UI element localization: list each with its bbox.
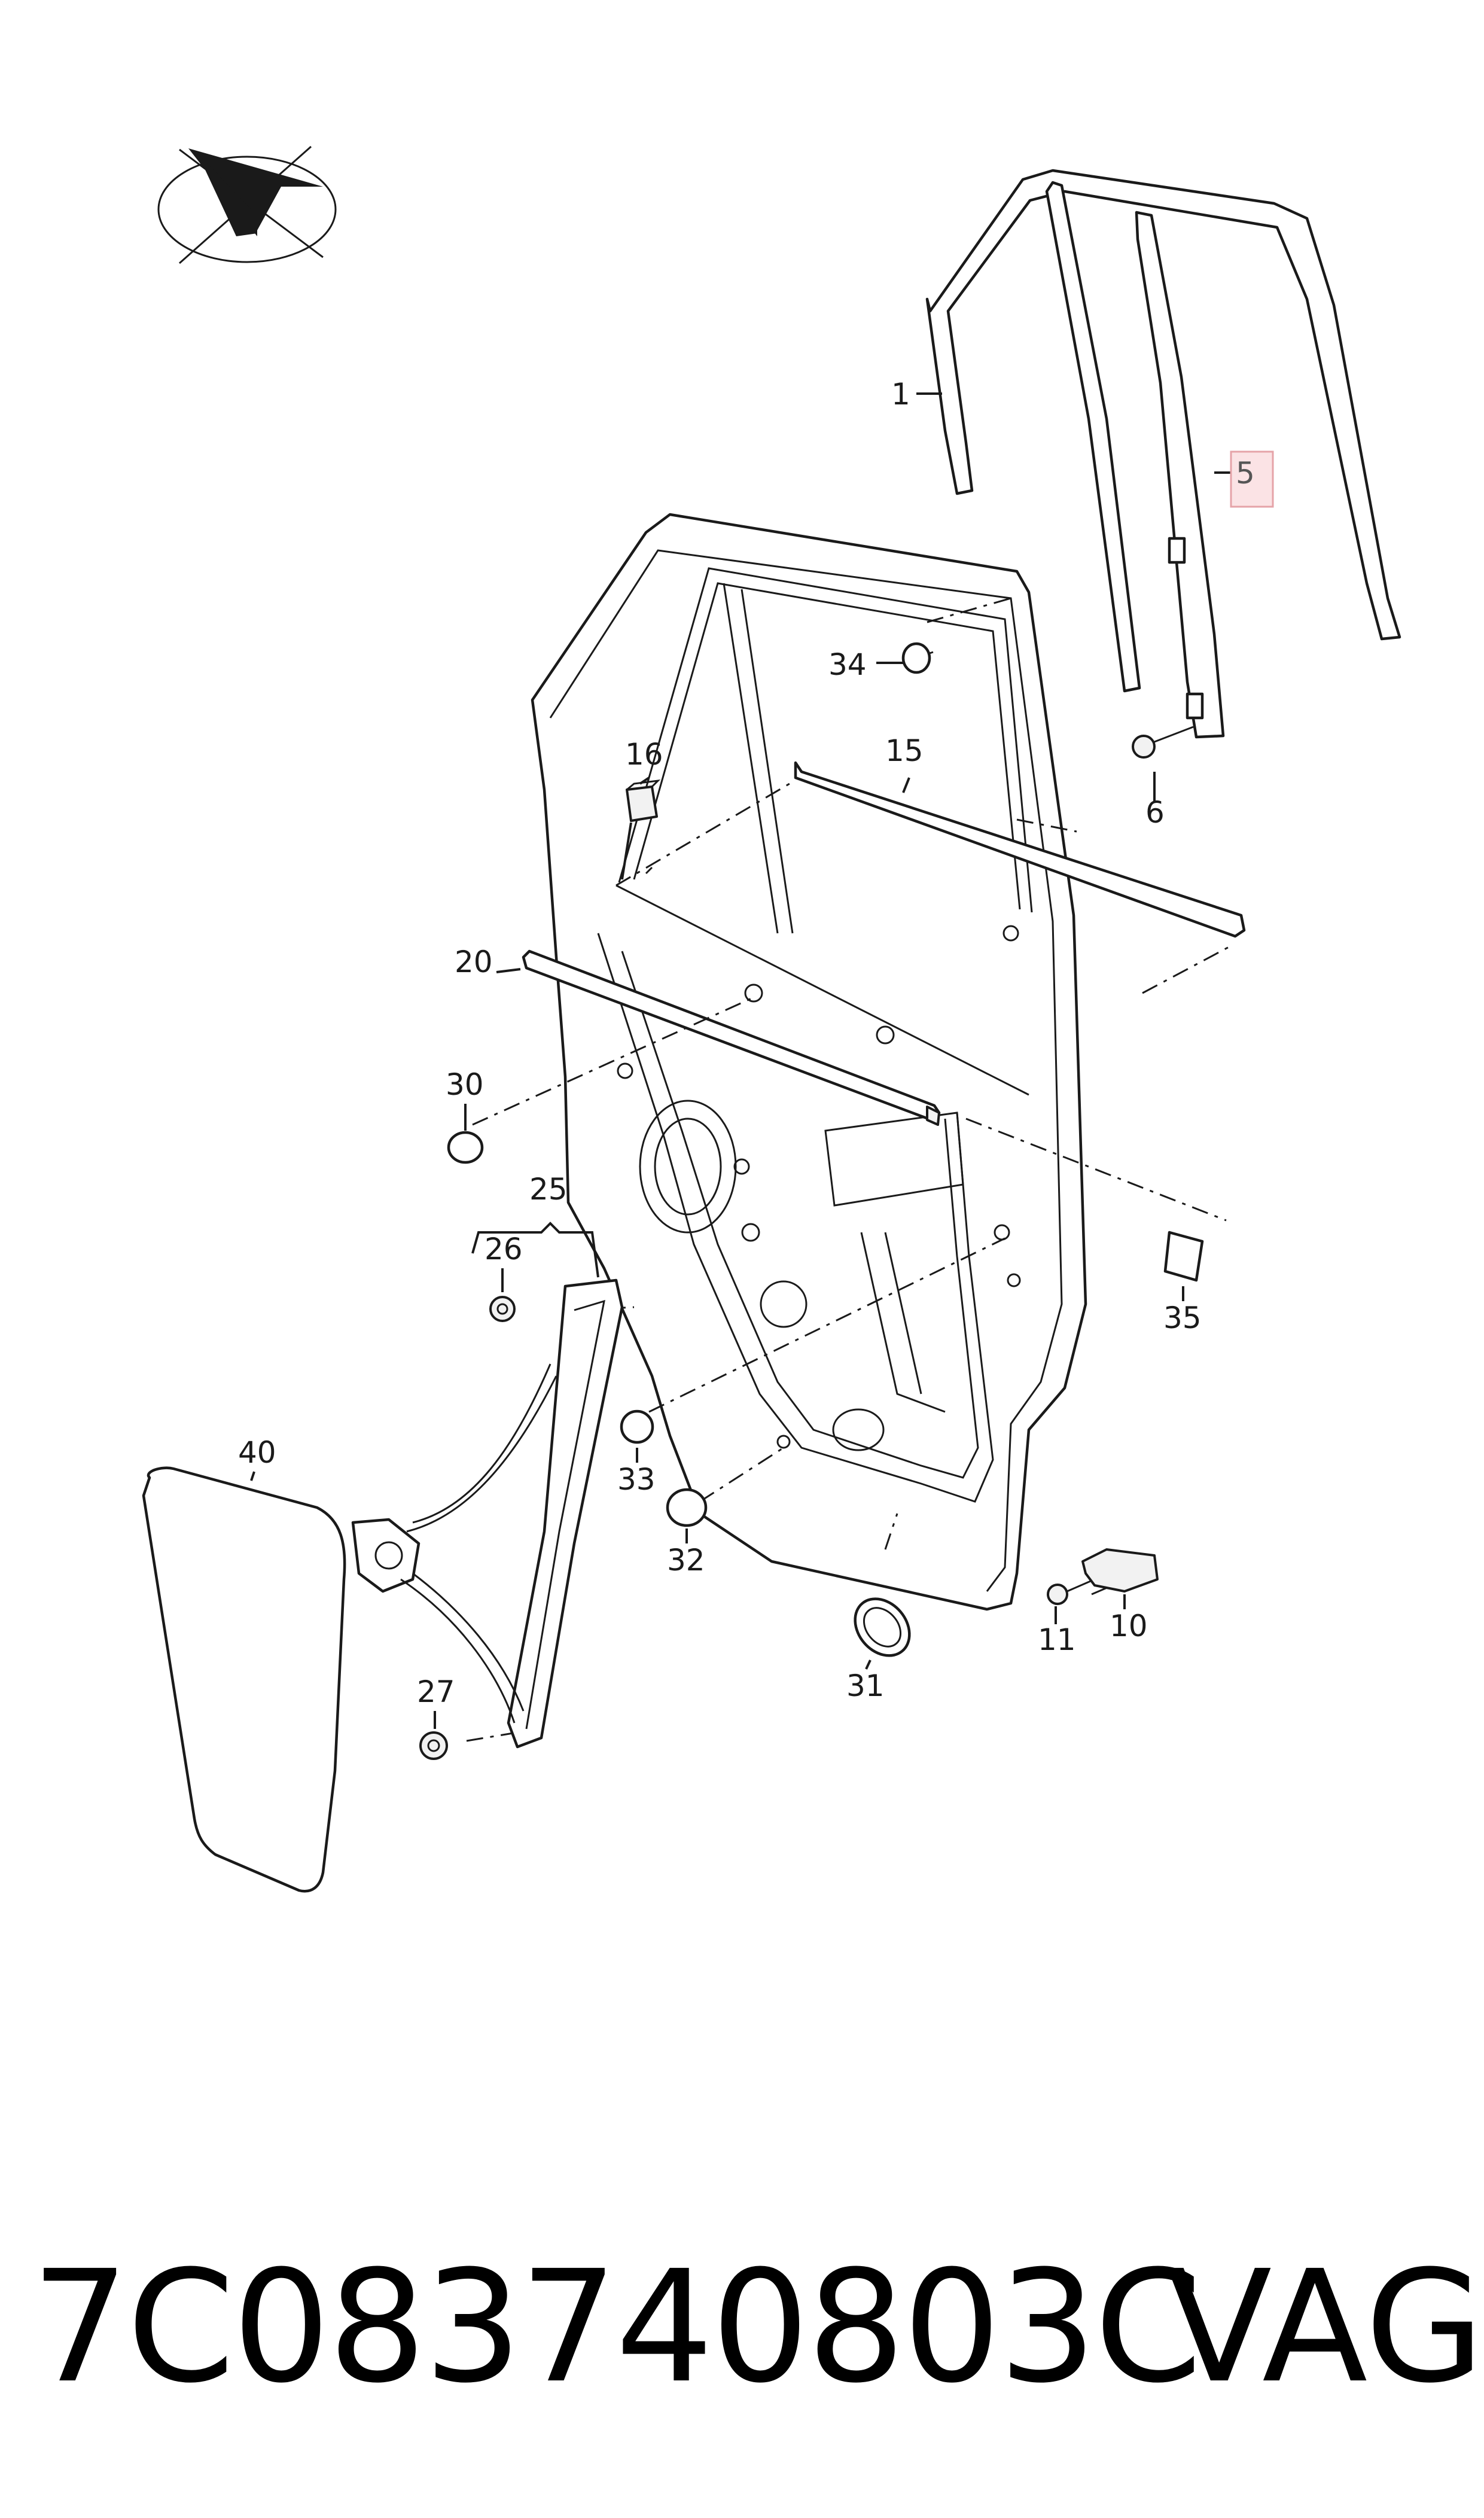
callout-16: 16 bbox=[625, 737, 663, 772]
compass-orientation-icon bbox=[157, 145, 337, 264]
callout-11: 11 bbox=[1038, 1622, 1076, 1657]
outer-window-strip-part-15 bbox=[794, 761, 1246, 938]
window-frame-part-1 bbox=[925, 169, 1401, 641]
callout-40: 40 bbox=[238, 1435, 276, 1470]
cover-part-35 bbox=[1163, 1231, 1204, 1282]
callout-34: 34 bbox=[828, 647, 867, 682]
callout-labels: 1 5 34 16 15 6 20 30 25 26 35 40 33 32 1… bbox=[238, 377, 1255, 1709]
callout-10: 10 bbox=[1110, 1609, 1148, 1643]
bracket-part-10 bbox=[1081, 1548, 1159, 1593]
callout-5-highlight bbox=[1230, 450, 1274, 508]
callout-26: 26 bbox=[484, 1232, 523, 1266]
seal-part-31 bbox=[854, 1597, 911, 1657]
callout-27: 27 bbox=[417, 1674, 455, 1709]
leader-lines bbox=[250, 392, 1232, 1729]
callout-1: 1 bbox=[891, 377, 910, 412]
guide-rail-part-5 bbox=[1045, 181, 1225, 739]
callout-30: 30 bbox=[446, 1067, 484, 1102]
part-number: 7C083740803C bbox=[31, 2237, 1202, 2417]
plug-part-33 bbox=[620, 1409, 654, 1444]
inner-window-strip-part-20 bbox=[522, 949, 941, 1126]
nut-part-27 bbox=[419, 1731, 448, 1760]
plug-part-32 bbox=[666, 1488, 708, 1527]
nut-part-26 bbox=[489, 1296, 516, 1322]
alignment-lines bbox=[466, 597, 1233, 1742]
callout-35: 35 bbox=[1163, 1301, 1202, 1335]
window-glass-part-40 bbox=[142, 1466, 346, 1893]
screw-part-6 bbox=[1132, 726, 1194, 759]
callout-25: 25 bbox=[529, 1172, 568, 1207]
callout-31: 31 bbox=[846, 1668, 885, 1703]
callout-33: 33 bbox=[617, 1462, 656, 1497]
small-parts bbox=[419, 642, 1204, 1760]
callout-6: 6 bbox=[1145, 795, 1165, 830]
grommet-part-34 bbox=[901, 642, 931, 674]
footer: 7C083740803C VAG bbox=[0, 2237, 1484, 2417]
callout-20: 20 bbox=[455, 945, 493, 979]
callout-15: 15 bbox=[885, 733, 924, 768]
clip-part-16 bbox=[626, 779, 661, 822]
callout-5: 5 bbox=[1236, 456, 1255, 491]
screw-part-11 bbox=[1047, 1578, 1095, 1605]
brand-name: VAG bbox=[1166, 2237, 1484, 2417]
plug-part-30 bbox=[447, 1131, 484, 1164]
callout-32: 32 bbox=[667, 1543, 705, 1578]
window-regulator-part-25 bbox=[351, 1278, 624, 1749]
